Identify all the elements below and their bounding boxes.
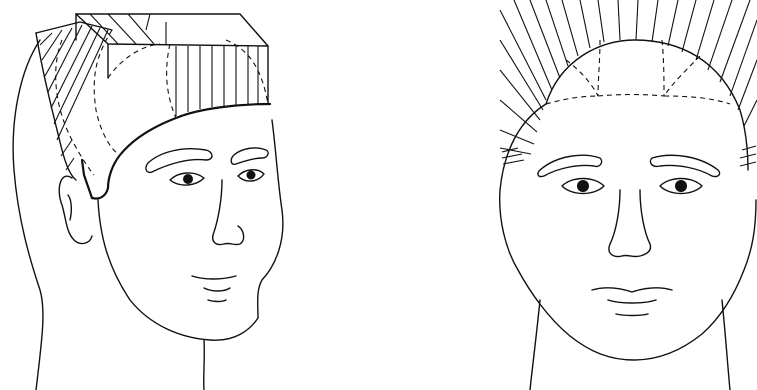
- head-three-quarter-haircut-sections: [13, 14, 283, 390]
- fringe-radial-hatching: [500, 0, 757, 154]
- head-front-haircut-sections: [500, 0, 757, 390]
- back-section-hatching: [36, 22, 112, 180]
- top-section-hatching: [76, 14, 268, 118]
